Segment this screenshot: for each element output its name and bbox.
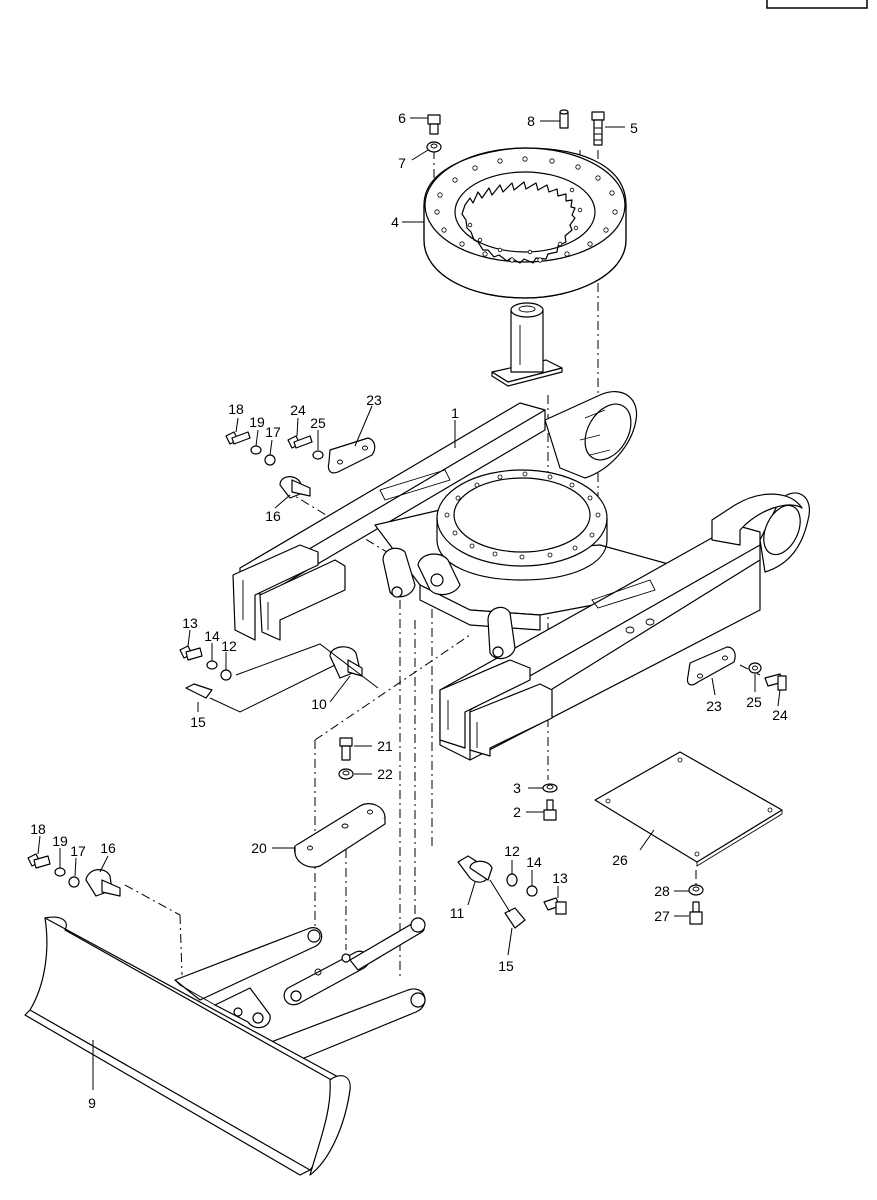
label-10: 10 — [311, 696, 327, 712]
callout-labels: 1 2 3 4 5 6 7 8 9 10 11 12 12 13 13 14 1… — [30, 110, 788, 1111]
label-21: 21 — [377, 738, 393, 754]
label-7: 7 — [398, 155, 406, 171]
pin-8 — [559, 109, 569, 129]
center-joint — [491, 302, 563, 387]
label-12b: 12 — [504, 843, 520, 859]
label-3: 3 — [513, 780, 521, 796]
leader-lines — [37, 117, 781, 1090]
page-tag — [766, 0, 868, 9]
swing-bearing — [423, 147, 627, 299]
label-6: 6 — [398, 110, 406, 126]
bolt-6 — [427, 114, 441, 135]
label-20: 20 — [251, 840, 267, 856]
dozer-blade — [24, 916, 426, 1176]
label-17b: 17 — [70, 843, 86, 859]
label-4: 4 — [391, 214, 399, 230]
label-1: 1 — [451, 405, 459, 421]
washer-28 — [688, 884, 704, 896]
bolt-21 — [339, 737, 353, 761]
label-5: 5 — [630, 120, 638, 136]
label-25b: 25 — [746, 694, 762, 710]
label-12a: 12 — [221, 638, 237, 654]
hardware-lower-mid — [457, 855, 567, 929]
washer-22 — [338, 768, 354, 780]
washer-7 — [426, 141, 442, 153]
cover-plate-26 — [594, 751, 783, 867]
hardware-lower-left — [27, 853, 121, 897]
label-13a: 13 — [182, 615, 198, 631]
bracket-20 — [294, 803, 386, 868]
label-23b: 23 — [706, 698, 722, 714]
label-16b: 16 — [100, 840, 116, 856]
label-16a: 16 — [265, 508, 281, 524]
label-15b: 15 — [498, 958, 514, 974]
label-15a: 15 — [190, 714, 206, 730]
label-23a: 23 — [366, 392, 382, 408]
bolt-5 — [591, 111, 605, 146]
label-17a: 17 — [265, 424, 281, 440]
label-8: 8 — [527, 113, 535, 129]
label-19a: 19 — [249, 414, 265, 430]
label-18b: 18 — [30, 821, 46, 837]
label-26: 26 — [612, 852, 628, 868]
label-27: 27 — [654, 908, 670, 924]
label-14a: 14 — [204, 628, 220, 644]
track-frame — [232, 390, 810, 761]
label-18a: 18 — [228, 401, 244, 417]
label-13b: 13 — [552, 870, 568, 886]
label-9: 9 — [88, 1095, 96, 1111]
label-19b: 19 — [52, 833, 68, 849]
label-28: 28 — [654, 883, 670, 899]
label-11: 11 — [450, 905, 465, 921]
pin-16-upper — [279, 476, 311, 499]
label-14b: 14 — [526, 854, 542, 870]
hardware-left-mid — [179, 643, 379, 713]
label-22: 22 — [377, 766, 393, 782]
hardware-upper-left — [225, 431, 324, 466]
cover-plate-23-upper — [327, 437, 376, 474]
label-24b: 24 — [772, 707, 788, 723]
label-24a: 24 — [290, 402, 306, 418]
label-25a: 25 — [310, 415, 326, 431]
bolt-27 — [689, 901, 703, 925]
washer-3 — [542, 783, 558, 793]
bolt-2 — [543, 799, 557, 821]
hardware-lower-right — [748, 662, 787, 691]
label-2: 2 — [513, 804, 521, 820]
cover-plate-23-lower — [686, 646, 736, 686]
